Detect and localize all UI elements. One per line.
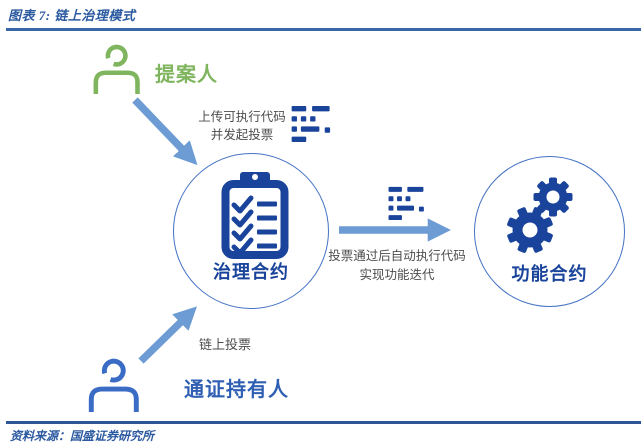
edge-execute-text-2: 实现功能迭代 <box>359 268 435 282</box>
edge-execute-text-1: 投票通过后自动执行代码 <box>328 249 466 263</box>
gears-icon <box>507 177 573 253</box>
footer-divider <box>6 421 641 424</box>
function-contract-label: 功能合约 <box>511 264 588 284</box>
governance-contract-label: 治理合约 <box>213 262 289 282</box>
proposer-label: 提案人 <box>155 64 218 86</box>
person-icon <box>93 44 140 94</box>
code-icon <box>388 186 424 220</box>
edge-vote-text: 链上投票 <box>199 337 252 352</box>
figure-source: 资料来源：国盛证券研究所 <box>10 429 155 443</box>
edge-propose-text-1: 上传可执行代码 <box>198 110 286 124</box>
edge-propose-text-2: 并发起投票 <box>210 128 274 142</box>
figure-title: 图表 7: 链上治理模式 <box>8 8 136 23</box>
arrow-holder-to-governance <box>138 306 197 364</box>
code-icon <box>291 105 331 142</box>
header-divider <box>6 28 641 31</box>
token-holder-label: 通证持有人 <box>184 379 289 401</box>
clipboard-checklist-icon <box>221 172 289 259</box>
arrow-proposer-to-governance <box>132 97 198 166</box>
person-icon <box>88 358 139 412</box>
